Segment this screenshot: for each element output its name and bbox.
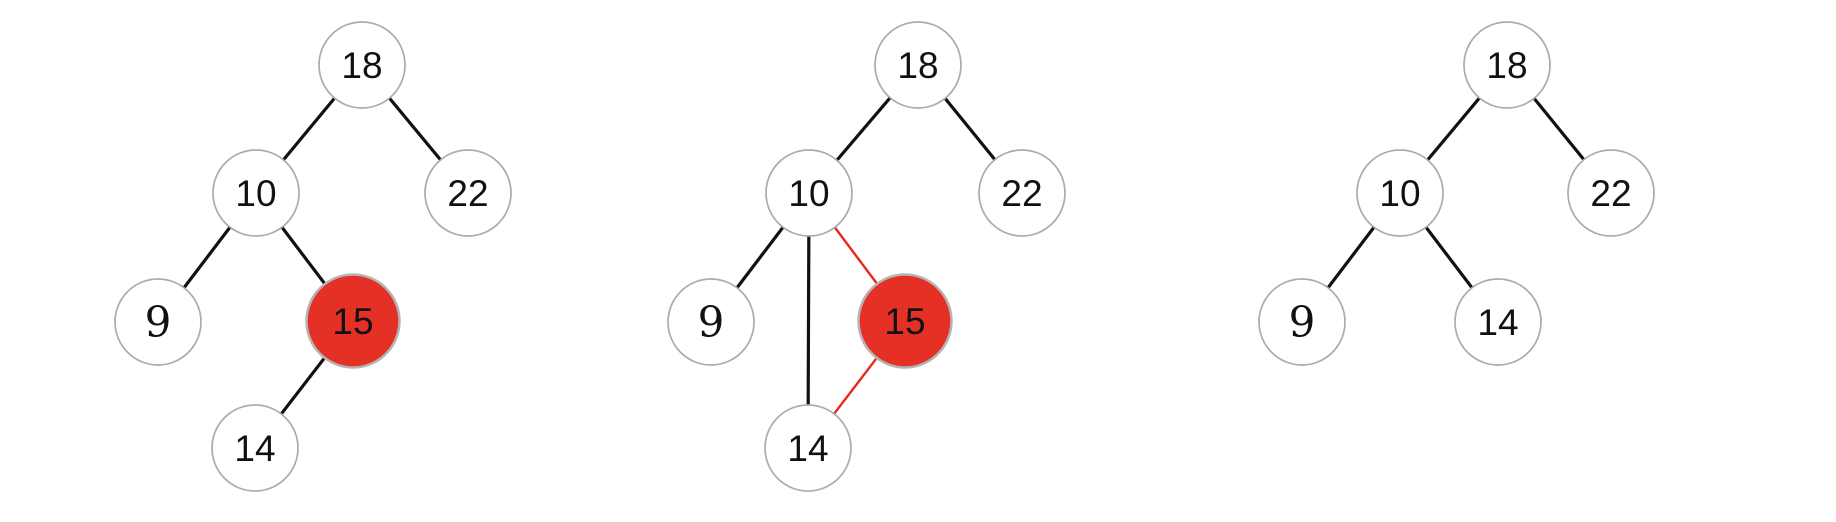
node-label: 22 [1001, 173, 1042, 214]
node-label: 15 [884, 301, 925, 342]
node-label: 10 [788, 173, 829, 214]
node-label: 18 [341, 45, 382, 86]
tree-step-3-after-delete: 18 10 22 9 14 [1258, 21, 1655, 366]
node-circle [857, 273, 953, 369]
node-circle [764, 404, 852, 492]
tree-edge-18-10 [1426, 96, 1481, 162]
node-circle [114, 278, 202, 366]
node-circle [978, 149, 1066, 237]
node-label: 22 [447, 173, 488, 214]
tree-node-18: 18 [1463, 21, 1551, 109]
node-label: 22 [1590, 173, 1631, 214]
tree-node-9: 9 [1258, 278, 1346, 366]
tree-node-15-highlighted: 15 [857, 273, 953, 369]
tree-edge-18-22 [388, 97, 442, 161]
tree-edge-10-9 [1326, 226, 1376, 289]
tree-edge-10-15-highlight [833, 226, 879, 285]
tree-edge-10-9 [735, 226, 785, 289]
tree-node-9: 9 [114, 278, 202, 366]
node-label: 9 [698, 298, 725, 347]
node-circle [667, 278, 755, 366]
tree-node-15-highlighted: 15 [305, 273, 401, 369]
node-circle [318, 21, 406, 109]
node-label: 15 [332, 301, 373, 342]
node-circle [1356, 149, 1444, 237]
node-label: 9 [145, 298, 172, 347]
tree-step-1-node-15-marked: 18 10 22 9 15 14 [114, 21, 512, 492]
node-circle [212, 149, 300, 237]
tree-node-9: 9 [667, 278, 755, 366]
tree-edge-10-15 [280, 226, 327, 285]
node-label: 9 [1289, 298, 1316, 347]
node-circle [1567, 149, 1655, 237]
tree-node-10: 10 [212, 149, 300, 237]
tree-node-14: 14 [211, 404, 299, 492]
tree-step-2-relink-14: 18 10 22 9 15 14 [667, 21, 1066, 492]
node-circle [1258, 278, 1346, 366]
node-label: 18 [897, 45, 938, 86]
node-label: 14 [234, 428, 275, 469]
tree-node-22: 22 [1567, 149, 1655, 237]
node-circle [305, 273, 401, 369]
tree-node-22: 22 [424, 149, 512, 237]
tree-edge-18-22 [1532, 97, 1586, 161]
tree-edge-10-14 [1424, 226, 1474, 289]
node-circle [211, 404, 299, 492]
tree-edge-15-14-highlight [833, 357, 878, 415]
tree-node-22: 22 [978, 149, 1066, 237]
tree-edge-10-9 [182, 226, 232, 289]
node-label: 10 [235, 173, 276, 214]
tree-edge-18-10 [282, 97, 336, 161]
tree-node-10: 10 [1356, 149, 1444, 237]
tree-edge-10-14 [806, 235, 811, 406]
node-label: 10 [1379, 173, 1420, 214]
node-circle [1454, 278, 1542, 366]
node-circle [424, 149, 512, 237]
tree-node-10: 10 [765, 149, 853, 237]
tree-node-18: 18 [874, 21, 962, 109]
node-label: 14 [1477, 302, 1518, 343]
tree-edge-18-22 [943, 97, 997, 161]
tree-node-14: 14 [764, 404, 852, 492]
node-circle [765, 149, 853, 237]
node-label: 14 [787, 428, 828, 469]
node-label: 18 [1486, 45, 1527, 86]
node-circle [1463, 21, 1551, 109]
tree-edge-15-14 [280, 356, 326, 415]
tree-node-18: 18 [318, 21, 406, 109]
tree-node-14: 14 [1454, 278, 1542, 366]
node-circle [874, 21, 962, 109]
tree-edge-18-10 [835, 96, 892, 162]
